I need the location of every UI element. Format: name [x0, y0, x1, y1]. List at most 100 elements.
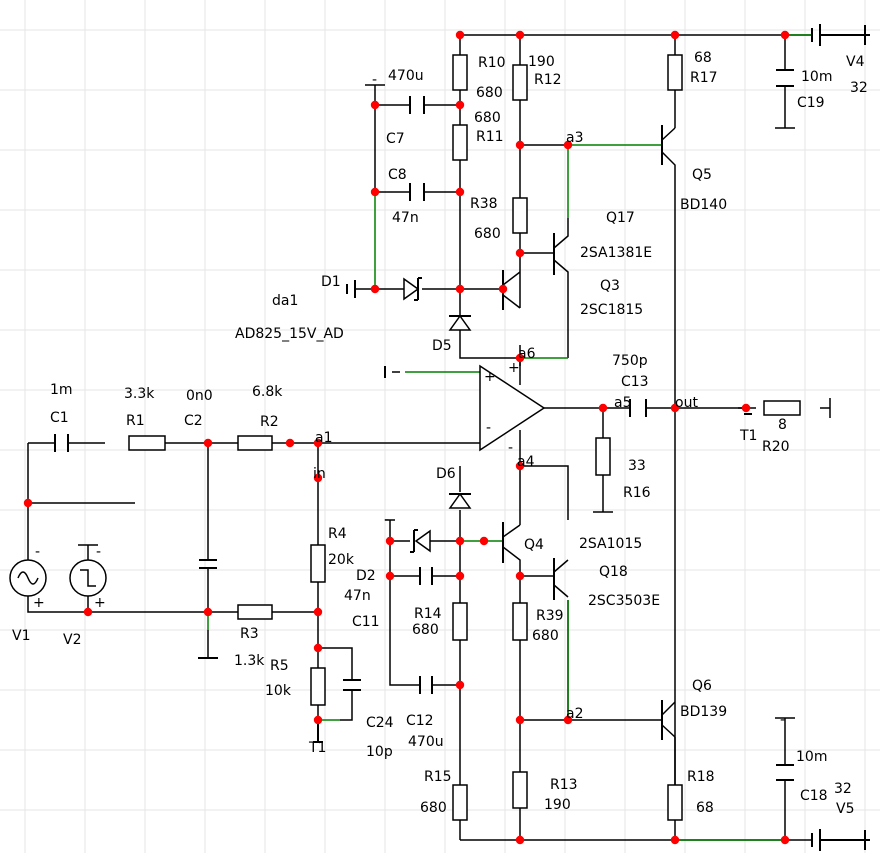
c7-minus-sign: - [372, 72, 377, 88]
label-c12: C12 [406, 713, 434, 729]
label-d6: D6 [436, 466, 456, 482]
voltage-source-v4 [811, 24, 870, 46]
label-c8-value: 47n [392, 210, 419, 226]
label-c1: C1 [50, 410, 69, 426]
node-dot [670, 835, 680, 845]
label-c8: C8 [388, 167, 407, 183]
label-q17-part: 2SA1381E [580, 245, 652, 261]
node-dot [515, 140, 525, 150]
label-q17: Q17 [606, 210, 635, 226]
label-r16-value: 33 [628, 458, 646, 474]
label-a1: a1 [315, 430, 333, 446]
v2-minus-sign: - [96, 544, 101, 560]
resistor-r20 [763, 400, 801, 416]
label-da1-part: AD825_15V_AD [235, 326, 344, 342]
node-dots [23, 30, 790, 845]
label-c7: C7 [386, 131, 405, 147]
label-r17-value: 68 [694, 50, 712, 66]
label-c2: C2 [184, 413, 203, 429]
terminal-d1 [346, 280, 356, 298]
label-r16: R16 [623, 485, 651, 501]
label-r17: R17 [690, 70, 718, 86]
voltage-source-v5 [811, 829, 870, 851]
label-r3: R3 [240, 626, 259, 642]
label-q18-part: 2SC3503E [588, 593, 660, 609]
label-c11-value: 47n [344, 588, 371, 604]
v1-plus-sign: + [33, 595, 45, 611]
label-c13: C13 [621, 374, 649, 390]
resistor-r11 [452, 124, 468, 161]
node-dot [670, 403, 680, 413]
wiring-highlighted [207, 34, 812, 841]
node-dot [455, 571, 465, 581]
label-r11-value: 680 [474, 110, 501, 126]
capacitor-c8 [409, 183, 425, 201]
label-r5-value: 10k [265, 683, 292, 699]
label-c18-value: 10m [796, 749, 827, 765]
label-r20: R20 [762, 439, 790, 455]
label-q5: Q5 [692, 167, 712, 183]
diode-d1 [403, 277, 420, 301]
label-t1: T1 [739, 428, 757, 444]
resistor-r4 [310, 544, 326, 583]
label-c24-value: 10p [366, 744, 393, 760]
label-c19-value: 10m [801, 69, 832, 85]
label-r4-value: 20k [328, 552, 355, 568]
label-d2: D2 [356, 568, 376, 584]
node-dot [479, 536, 489, 546]
node-dot [563, 715, 573, 725]
label-c11: C11 [352, 614, 380, 630]
v2-plus-sign: + [94, 595, 106, 611]
node-dot [455, 680, 465, 690]
node-dot [515, 248, 525, 258]
capacitor-c12 [419, 676, 433, 694]
opamp-vplus-sign: + [508, 360, 520, 376]
label-out: out [675, 395, 698, 411]
node-dot [780, 30, 790, 40]
capacitor-c7 [409, 96, 425, 114]
resistor-r16 [595, 437, 611, 476]
node-dot [515, 353, 525, 363]
v1-minus-sign: - [35, 544, 40, 560]
label-c2-value: 0n0 [186, 388, 213, 404]
label-r10: R10 [478, 55, 506, 71]
diode-d2 [414, 529, 431, 553]
label-r12-value: 190 [528, 54, 555, 70]
resistor-r14 [452, 602, 468, 641]
node-dot [515, 571, 525, 581]
node-dot [741, 403, 751, 413]
label-q4: Q4 [524, 537, 544, 553]
node-dot [515, 30, 525, 40]
opamp-da1 [479, 364, 546, 452]
node-dot [313, 643, 323, 653]
label-r3-value: 1.3k [234, 653, 265, 669]
label-r15: R15 [424, 769, 452, 785]
label-c12-value: 470u [408, 734, 444, 750]
label-c7-value: 470u [388, 68, 424, 84]
node-dot [515, 835, 525, 845]
node-dot [23, 498, 33, 508]
label-r4: R4 [328, 526, 347, 542]
label-q3-part: 2SC1815 [580, 302, 643, 318]
label-in: in [313, 466, 326, 482]
node-dot [670, 30, 680, 40]
label-r18-value: 68 [696, 800, 714, 816]
label-a3: a3 [566, 130, 584, 146]
diode-d6 [448, 492, 472, 509]
label-a6: a6 [518, 346, 536, 362]
node-dot [455, 284, 465, 294]
resistor-r13 [512, 771, 528, 809]
node-dot [455, 100, 465, 110]
resistor-r39 [512, 602, 528, 641]
node-dot [313, 715, 323, 725]
label-q6-part: BD139 [680, 704, 727, 720]
label-q4-part: 2SA1015 [579, 536, 642, 552]
label-r1: R1 [126, 413, 145, 429]
label-v4: V4 [846, 54, 865, 70]
label-v2: V2 [63, 632, 81, 648]
label-da1: da1 [272, 293, 298, 309]
label-c18: C18 [800, 788, 828, 804]
node-dot [385, 571, 395, 581]
label-v5: V5 [836, 801, 854, 817]
